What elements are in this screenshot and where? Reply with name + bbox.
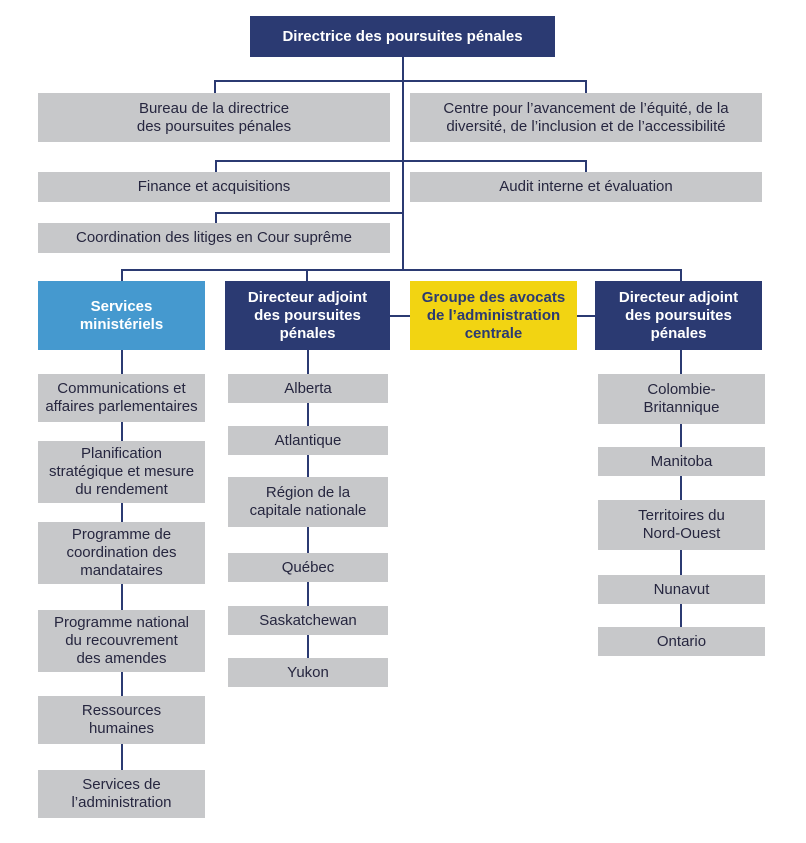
org-box-directeur-adjoint-ouest: Directeur adjoint des poursuites pénales [225, 281, 390, 350]
org-box-atlantique: Atlantique [228, 426, 388, 455]
org-box-directeur-adjoint-est: Directeur adjoint des poursuites pénales [595, 281, 762, 350]
org-box-programme-coordination: Programme de coordination des mandataire… [38, 522, 205, 584]
org-box-communications: Communications et affaires parlementaire… [38, 374, 205, 422]
org-box-territoires-nord-ouest: Territoires du Nord-Ouest [598, 500, 765, 550]
org-box-groupe-avocats: Groupe des avocats de l’administration c… [410, 281, 577, 350]
connector-yellow-right-link [577, 315, 595, 317]
connector-row3-horizontal [215, 212, 404, 214]
connector-yellow-left-link [390, 315, 410, 317]
org-box-nunavut: Nunavut [598, 575, 765, 604]
connector-branch-drop-services [121, 269, 123, 281]
org-box-region-capitale: Région de la capitale nationale [228, 477, 388, 527]
connector-row1-horizontal [214, 80, 587, 82]
connector-east-spine [680, 350, 682, 628]
org-box-ressources-humaines: Ressources humaines [38, 696, 205, 744]
connector-branches-horizontal [121, 269, 682, 271]
connector-row1-drop-right [585, 80, 587, 93]
org-box-manitoba: Manitoba [598, 447, 765, 476]
org-box-finance-acquisitions: Finance et acquisitions [38, 172, 390, 202]
connector-row2-horizontal [215, 160, 587, 162]
org-box-root: Directrice des poursuites pénales [250, 16, 555, 57]
org-box-saskatchewan: Saskatchewan [228, 606, 388, 635]
connector-row1-drop-left [214, 80, 216, 93]
org-box-centre-equite: Centre pour l’avancement de l’équité, de… [410, 93, 762, 142]
org-box-alberta: Alberta [228, 374, 388, 403]
org-box-programme-recouvrement: Programme national du recouvrement des a… [38, 610, 205, 672]
org-box-services-administration: Services de l’administration [38, 770, 205, 818]
org-box-ontario: Ontario [598, 627, 765, 656]
org-box-services-ministeriels: Services ministériels [38, 281, 205, 350]
org-box-coordination-litiges: Coordination des litiges en Cour suprême [38, 223, 390, 253]
connector-row2-drop-right [585, 160, 587, 172]
org-box-planification: Planification stratégique et mesure du r… [38, 441, 205, 503]
connector-branch-drop-da1 [306, 269, 308, 281]
org-box-bureau-directrice: Bureau de la directrice des poursuites p… [38, 93, 390, 142]
connector-branch-drop-da2 [680, 269, 682, 281]
org-box-yukon: Yukon [228, 658, 388, 687]
connector-root-spine [402, 57, 404, 270]
connector-row3-drop [215, 212, 217, 223]
org-box-colombie-britannique: Colombie- Britannique [598, 374, 765, 424]
org-box-quebec: Québec [228, 553, 388, 582]
connector-row2-drop-left [215, 160, 217, 172]
org-box-audit-interne: Audit interne et évaluation [410, 172, 762, 202]
